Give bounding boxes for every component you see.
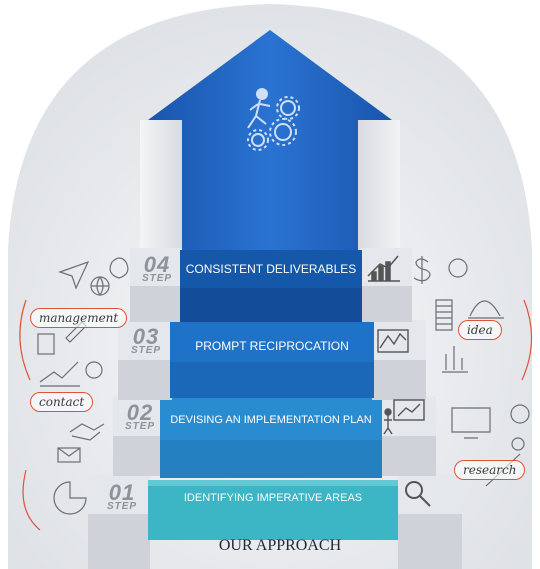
doodle-tag-idea: idea [458,320,502,340]
monitor-icon [451,407,491,439]
step-block-01 [88,474,462,569]
bar-chart-icon [367,255,400,282]
money-bag-icon [109,257,129,279]
magnifier-icon [405,481,431,507]
step-label-04: CONSISTENT DELIVERABLES [185,262,357,276]
swirl-arrow-icon [19,299,31,381]
email-icon [57,447,81,463]
handshake-icon [69,423,105,441]
step-band-01 [148,480,398,540]
runner-gears-icon [247,88,300,151]
dollar-icon [413,256,431,284]
step-block-03 [118,320,426,400]
step-label-02: DEVISING AN IMPLEMENTATION PLAN [170,414,372,426]
rising-chart-icon [39,361,80,387]
doodle-tag-research: research [454,460,526,480]
paper-plane-icon [58,260,90,290]
clipboard-icon [37,333,55,355]
step-label-03: PROMPT RECIPROCATION [195,339,349,353]
arrow-head [148,30,392,262]
coins-icon [435,299,453,331]
bars-icon [442,346,468,373]
gear-icon [85,361,103,379]
search-doodle-icon [511,437,525,451]
presentation-icon [383,399,425,435]
pie-chart-icon [53,481,87,515]
doodles-right [413,256,533,487]
step-block-02 [113,396,436,478]
doodle-tag-contact: contact [30,392,94,412]
step-block-04 [130,248,412,322]
swirl-arrow-right [521,299,533,381]
doodle-tag-management: management [30,308,128,328]
line-chart-icon [377,329,409,353]
clock-icon [510,404,530,424]
diagram-title: OUR APPROACH [218,537,342,554]
bell-curve-icon [468,300,504,319]
arrow-wall-left [140,120,185,250]
arrow-wall-right [355,120,400,250]
globe-icon-right [448,258,468,278]
step-label-01: IDENTIFYING IMPERATIVE AREAS [183,492,363,504]
